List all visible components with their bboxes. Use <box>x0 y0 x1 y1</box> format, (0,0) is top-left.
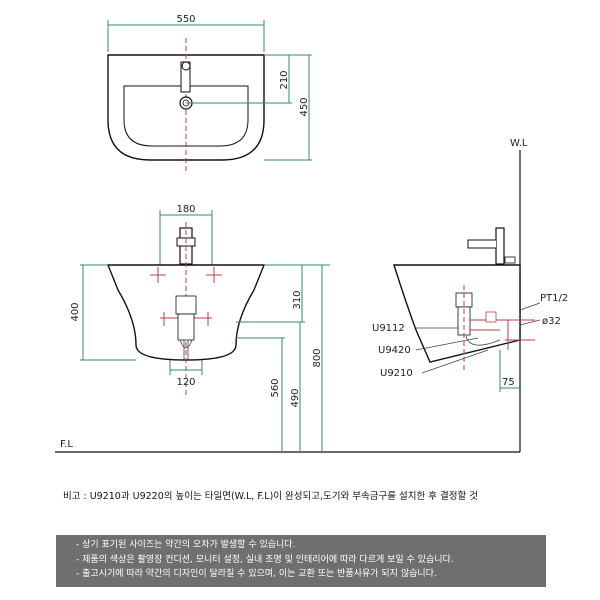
label-u9210: U9210 <box>380 368 413 379</box>
notice-line: - 상기 표기된 사이즈는 약간의 오차가 발생할 수 있습니다. <box>76 540 296 550</box>
side-outline <box>393 264 521 363</box>
label-u9112: U9112 <box>372 323 405 334</box>
notice-line: - 제품의 색상은 촬영장 컨디션, 모니터 설정, 실내 조명 및 인테리어에… <box>76 554 454 565</box>
dim-210: 210 <box>279 70 290 89</box>
label-dia: ø32 <box>542 316 561 327</box>
basin-inner <box>123 85 249 147</box>
side-view: U9112 U9420 U9210 PT1/2 ø32 75 <box>372 227 568 392</box>
dim-310: 310 <box>292 290 303 309</box>
wl-label: W.L <box>510 138 528 149</box>
front-view: 180 400 310 800 560 490 <box>70 204 330 452</box>
dim-490: 490 <box>290 388 301 407</box>
remark-text: 비고 : U9210과 U9220의 높이는 타일면(W.L, F.L)이 완성… <box>63 491 478 502</box>
dim-120: 120 <box>176 377 195 388</box>
notice-line: - 출고시기에 따라 약간의 디자인이 달라질 수 있으며, 이는 교환 또는 … <box>76 569 437 579</box>
dim-800: 800 <box>312 348 323 367</box>
dim-180: 180 <box>176 204 195 215</box>
dim-450: 450 <box>299 97 310 116</box>
dim-550: 550 <box>176 14 195 25</box>
label-pt: PT1/2 <box>540 293 568 304</box>
dim-75: 75 <box>502 377 515 388</box>
label-u9420: U9420 <box>378 345 411 356</box>
dim-560: 560 <box>270 378 281 397</box>
notice-box: - 상기 표기된 사이즈는 약간의 오차가 발생할 수 있습니다. - 제품의 … <box>56 535 546 587</box>
top-view: 550 210 450 <box>107 14 312 172</box>
dim-400: 400 <box>70 302 81 321</box>
fl-label: F.L <box>60 439 73 450</box>
